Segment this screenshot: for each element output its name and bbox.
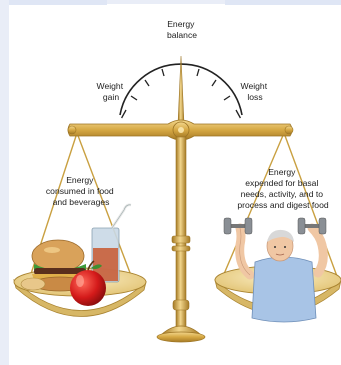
energy-balance-label: Energy balance [167, 19, 197, 40]
energy-consumed-label: Energy consumed in food and beverages [46, 175, 116, 207]
energy-expended-label: Energy expended for basal needs, activit… [237, 167, 328, 210]
needle-icon [178, 56, 184, 124]
weight-loss-label: Weight loss [241, 81, 270, 102]
balance-post [157, 137, 205, 342]
weight-gain-label: Weight gain [97, 81, 126, 102]
